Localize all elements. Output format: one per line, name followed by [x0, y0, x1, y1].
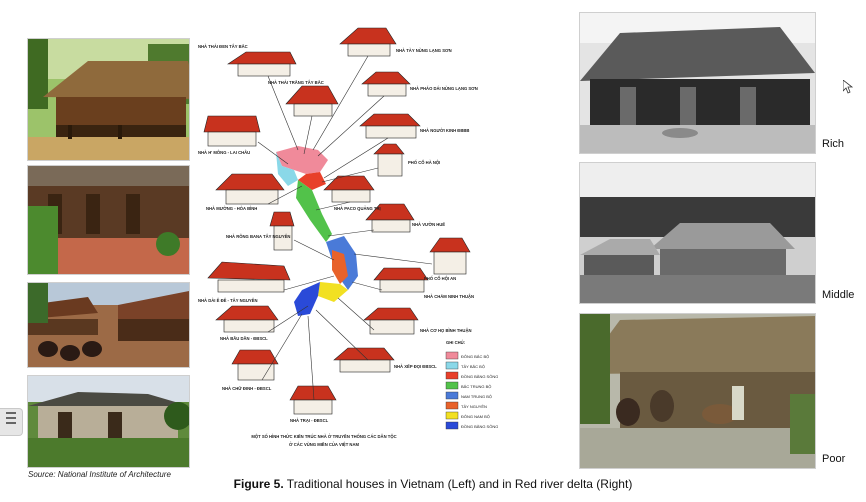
photo-village-house	[27, 375, 190, 468]
map-label: NHÀ CƠ HỌ BÌNH THUẬN	[420, 328, 472, 333]
photo-middle-house	[579, 162, 816, 304]
map-label: NHÀ VƯỜN HUẾ	[412, 222, 445, 227]
map-label: NHÀ RÔNG BANA TÂY NGUYÊN	[226, 234, 290, 239]
map-label: NHÀ CHỮ ĐINH - ĐBSCL	[222, 386, 272, 391]
map-label: NHÀ THÁI ĐEN TÂY BẮC	[198, 44, 248, 49]
map-label: NHÀ TÀY NÙNG LẠNG SƠN	[396, 48, 452, 53]
legend-swatch	[445, 391, 459, 400]
tier-label-middle: Middle	[822, 289, 855, 301]
photo-poor-house	[579, 313, 816, 469]
tier-label-poor: Poor	[822, 453, 846, 465]
legend-label: ĐỒNG BẰNG SÔNG CỬU LONG	[461, 424, 498, 429]
map-label: NHÀ THÁI TRẮNG TÂY BẮC	[268, 80, 324, 85]
legend-label: NAM TRUNG BỘ	[461, 394, 492, 399]
map-label: NHÀ TRẠI - ĐBSCL	[290, 418, 329, 423]
map-label: NHÀ PHÁO DÁI NÙNG LẠNG SƠN	[410, 86, 478, 91]
legend-label: BẮC TRUNG BỘ	[461, 384, 491, 389]
legend-label: ĐÔNG BẮC BỘ	[461, 354, 489, 359]
menu-bar-icon	[6, 417, 16, 419]
legend-swatch	[445, 421, 459, 430]
map-legend: GHI CHÚ: ĐÔNG BẮC BỘ TÂY BẮC BỘ ĐỒNG BẰNG …	[445, 340, 521, 430]
map-label: NHÀ PACO QUẢNG TRỊ	[334, 206, 381, 211]
photo-rich-house	[579, 12, 816, 154]
legend-label: ĐỒNG BẰNG SÔNG HỒNG	[461, 374, 498, 379]
map-label: NHÀ CHĂM NINH THUẬN	[424, 294, 474, 299]
figure-caption: Figure 5. Traditional houses in Vietnam …	[0, 477, 866, 491]
source-note: Source: National Institute of Architectu…	[28, 470, 171, 479]
photo-stilt-house	[27, 38, 190, 161]
legend-title: GHI CHÚ:	[446, 340, 465, 345]
photo-courtyard-jars	[27, 282, 190, 368]
map-footer-line-2: Ở CÁC VÙNG MIỀN CỦA VIỆT NAM	[289, 442, 359, 447]
legend-label: TÂY BẮC BỘ	[461, 364, 485, 369]
mouse-cursor-icon	[842, 79, 854, 99]
figure-caption-text: Traditional houses in Vietnam (Left) and…	[283, 477, 633, 491]
map-label: PHỐ CỔ HỘI AN	[424, 276, 456, 281]
legend-swatch	[445, 411, 459, 420]
map-label: NHÀ MƯỜNG - HÒA BÌNH	[206, 206, 257, 211]
tier-label-rich: Rich	[822, 138, 845, 150]
legend-swatch	[445, 371, 459, 380]
map-label: NHÀ XẾP ĐỌI ĐBSCL	[394, 364, 437, 369]
menu-bar-icon	[6, 412, 16, 414]
map-label: PHỐ CỔ HÀ NỘI	[408, 160, 440, 165]
legend-swatch	[445, 351, 459, 360]
photo-brick-house-row	[27, 165, 190, 275]
legend-swatch	[445, 361, 459, 370]
legend-swatch	[445, 381, 459, 390]
menu-tab-button[interactable]	[0, 408, 23, 436]
figure-label: Figure 5.	[233, 477, 284, 491]
menu-bar-icon	[6, 422, 16, 424]
map-label: NHÀ NGƯỜI KINH ĐBBB	[420, 128, 469, 133]
map-footer-line-1: MỘT SỐ HÌNH THỨC KIẾN TRÚC NHÀ Ở TRUYỀN …	[251, 434, 396, 439]
vietnam-house-map: NHÀ THÁI ĐEN TÂY BẮC NHÀ TÀY NÙNG LẠNG S…	[198, 14, 521, 470]
map-label: NHÀ DÀI Ê ĐÊ - TÂY NGUYÊN	[198, 298, 257, 303]
legend-label: ĐÔNG NAM BỘ	[461, 414, 490, 419]
vietnam-map-shape	[276, 146, 358, 316]
legend-label: TÂY NGUYÊN	[461, 404, 487, 409]
map-label: NHÀ BẦU DẦN - ĐBSCL	[220, 336, 268, 341]
legend-swatch	[445, 401, 459, 410]
map-label: NHÀ H' MÔNG - LAI CHÂU	[198, 150, 250, 155]
